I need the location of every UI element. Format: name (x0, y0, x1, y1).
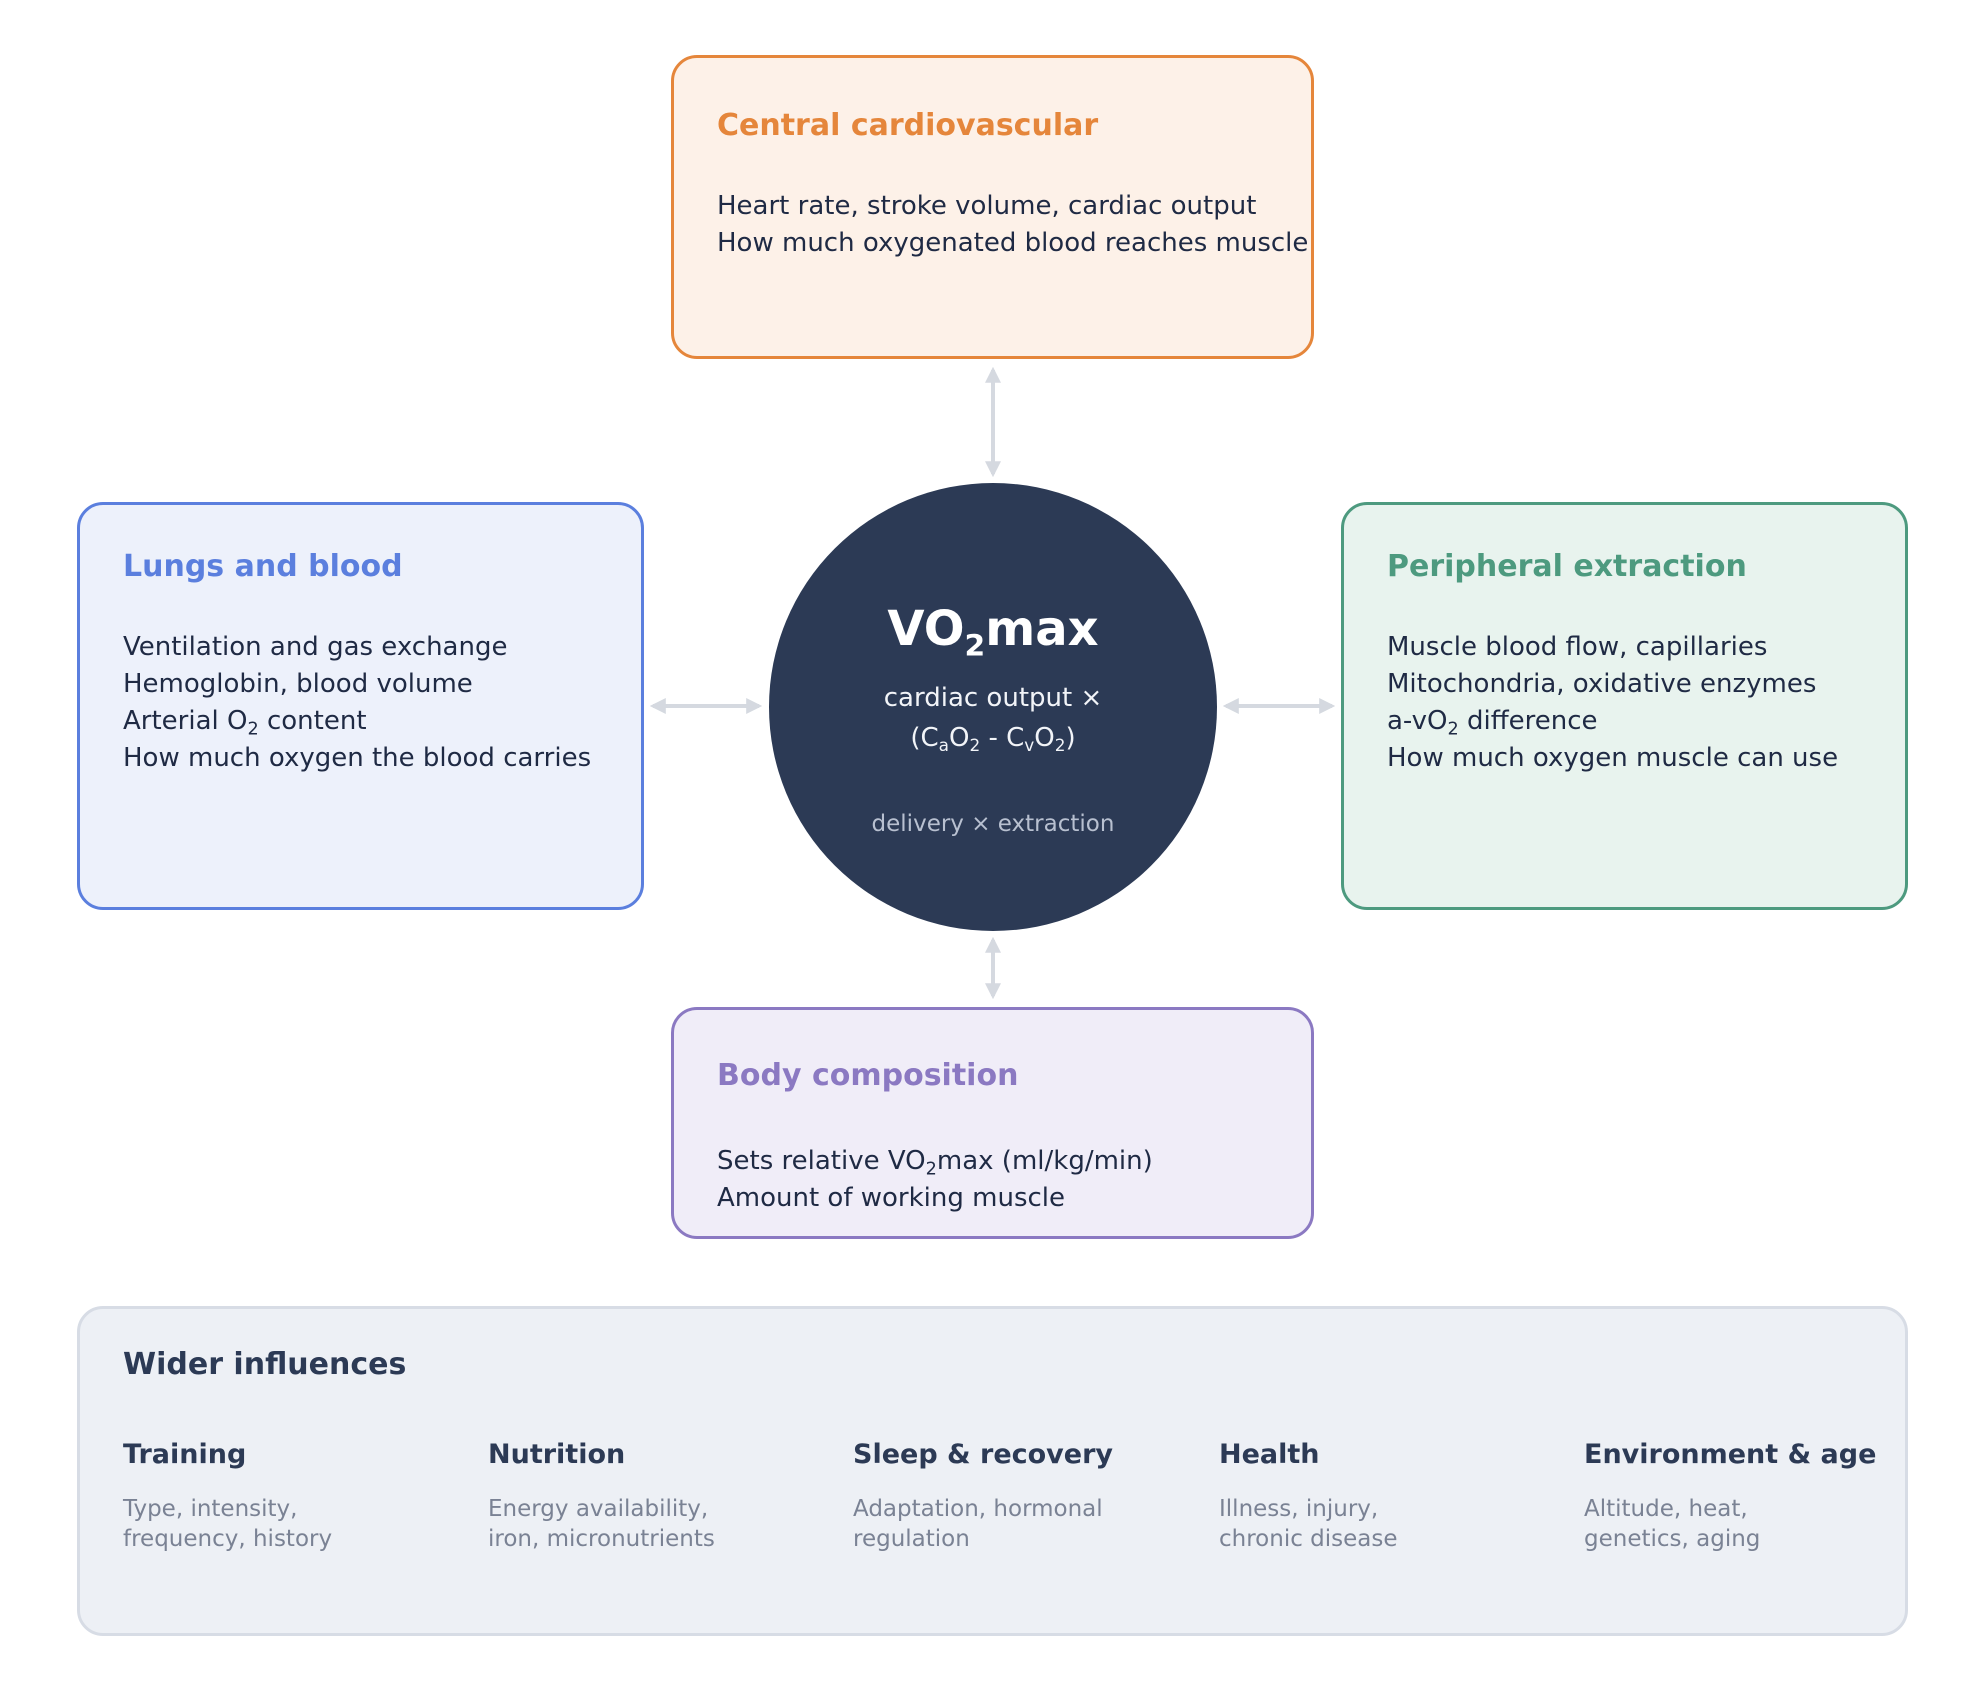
lungs-line: Ventilation and gas exchange (123, 632, 508, 662)
influence-desc: Energy availability,iron, micronutrients (488, 1496, 715, 1552)
lungs-line: How much oxygen the blood carries (123, 743, 592, 773)
influence-health: Health Illness, injury,chronic disease (1219, 1439, 1549, 1554)
influence-title: Environment & age (1584, 1439, 1877, 1470)
body-composition-box: Body composition Sets relative VO2max (m… (671, 1007, 1314, 1239)
influence-desc: Illness, injury,chronic disease (1219, 1496, 1398, 1552)
central-line: Heart rate, stroke volume, cardiac outpu… (717, 191, 1257, 221)
wider-influences-panel: Wider influences Training Type, intensit… (77, 1306, 1908, 1636)
wider-title: Wider influences (123, 1347, 407, 1382)
lungs-line: Hemoglobin, blood volume (123, 669, 473, 699)
influence-title: Health (1219, 1439, 1320, 1470)
lungs-lines: Ventilation and gas exchange Hemoglobin,… (123, 629, 591, 777)
peripheral-title: Peripheral extraction (1387, 549, 1747, 584)
influence-title: Training (123, 1439, 247, 1470)
peripheral-lines: Muscle blood flow, capillaries Mitochond… (1387, 629, 1838, 777)
body-line: Sets relative VO2max (ml/kg/min) (717, 1146, 1153, 1180)
peripheral-line: a-vO2 difference (1387, 706, 1598, 740)
body-lines: Sets relative VO2max (ml/kg/min) Amount … (717, 1142, 1153, 1216)
influence-training: Training Type, intensity,frequency, hist… (123, 1439, 453, 1554)
peripheral-line: How much oxygen muscle can use (1387, 743, 1839, 773)
center-formula-line1: cardiac output × (883, 683, 1103, 713)
influence-desc: Type, intensity,frequency, history (123, 1496, 333, 1552)
peripheral-line: Muscle blood flow, capillaries (1387, 632, 1768, 662)
influence-title: Sleep & recovery (853, 1439, 1114, 1470)
central-lines: Heart rate, stroke volume, cardiac outpu… (717, 188, 1308, 262)
influence-nutrition: Nutrition Energy availability,iron, micr… (488, 1439, 818, 1554)
lungs-line: Arterial O2 content (123, 706, 367, 740)
influence-desc: Altitude, heat,genetics, aging (1584, 1496, 1761, 1552)
lungs-and-blood-box: Lungs and blood Ventilation and gas exch… (77, 502, 644, 910)
influence-environment-age: Environment & age Altitude, heat,genetic… (1584, 1439, 1914, 1554)
center-note: delivery × extraction (871, 811, 1115, 837)
body-line: Amount of working muscle (717, 1183, 1066, 1213)
peripheral-extraction-box: Peripheral extraction Muscle blood flow,… (1341, 502, 1908, 910)
vo2max-center-node: VO2max cardiac output × (CaO2 - CvO2) de… (769, 483, 1217, 931)
center-title: VO2max (887, 601, 1099, 664)
peripheral-line: Mitochondria, oxidative enzymes (1387, 669, 1817, 699)
influence-title: Nutrition (488, 1439, 626, 1470)
lungs-title: Lungs and blood (123, 549, 403, 584)
central-title: Central cardiovascular (717, 108, 1099, 143)
body-title: Body composition (717, 1058, 1019, 1093)
central-line: How much oxygenated blood reaches muscle (717, 228, 1309, 258)
center-formula-line2: (CaO2 - CvO2) (910, 723, 1076, 756)
central-cardiovascular-box: Central cardiovascular Heart rate, strok… (671, 55, 1314, 359)
